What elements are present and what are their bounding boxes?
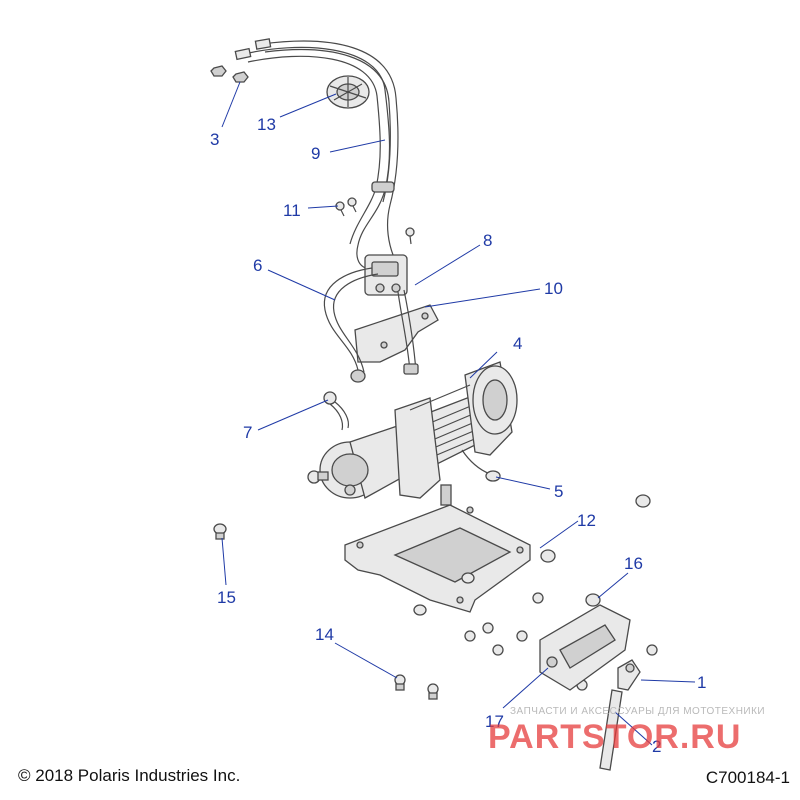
cable-part-6 xyxy=(323,267,419,383)
hook-part-1 xyxy=(617,659,641,691)
callout-11: 11 xyxy=(283,201,301,220)
mount-plate-part-12 xyxy=(344,484,556,616)
cable-part-7 xyxy=(323,391,350,431)
fairlead-part-17 xyxy=(539,604,631,691)
callout-13: 13 xyxy=(257,115,276,134)
drawing-number: C700184-1 xyxy=(705,768,790,787)
callout-16: 16 xyxy=(624,554,643,573)
battery-cable-part-9 xyxy=(234,38,399,269)
cable-part-5 xyxy=(461,449,501,482)
callout-9: 9 xyxy=(311,144,320,163)
leader-lines xyxy=(221,81,696,746)
watermark-logo: PARTSTOR.RU xyxy=(488,718,742,756)
callout-17: 17 xyxy=(485,712,504,731)
callout-7: 7 xyxy=(243,423,252,442)
strap-part-2 xyxy=(599,689,623,771)
nut xyxy=(635,494,651,508)
bracket-part-10 xyxy=(354,304,439,363)
callout-8: 8 xyxy=(483,231,492,250)
callout-12: 12 xyxy=(577,511,596,530)
copyright-notice: © 2018 Polaris Industries Inc. xyxy=(18,766,241,785)
callout-6: 6 xyxy=(253,256,262,275)
grommet-part-13 xyxy=(326,75,370,109)
watermark-tagline: ЗАПЧАСТИ И АКСЕССУАРЫ ДЛЯ МОТОТЕХНИКИ xyxy=(510,706,766,717)
bolt-part-15 xyxy=(213,523,227,540)
callout-3: 3 xyxy=(210,130,219,149)
callout-1: 1 xyxy=(697,673,706,692)
callout-10: 10 xyxy=(544,279,563,298)
nut-part-3 xyxy=(210,65,249,83)
bolt xyxy=(307,470,329,484)
nut-part-16 xyxy=(585,593,601,607)
callout-4: 4 xyxy=(513,334,522,353)
winch-part-4 xyxy=(319,361,518,499)
callout-2: 2 xyxy=(652,737,661,756)
callout-5: 5 xyxy=(554,482,563,501)
callout-14: 14 xyxy=(315,625,334,644)
contactor-part-8 xyxy=(364,254,408,296)
callout-15: 15 xyxy=(217,588,236,607)
screw-part-11 xyxy=(335,197,415,245)
bolt-part-14 xyxy=(394,592,658,700)
